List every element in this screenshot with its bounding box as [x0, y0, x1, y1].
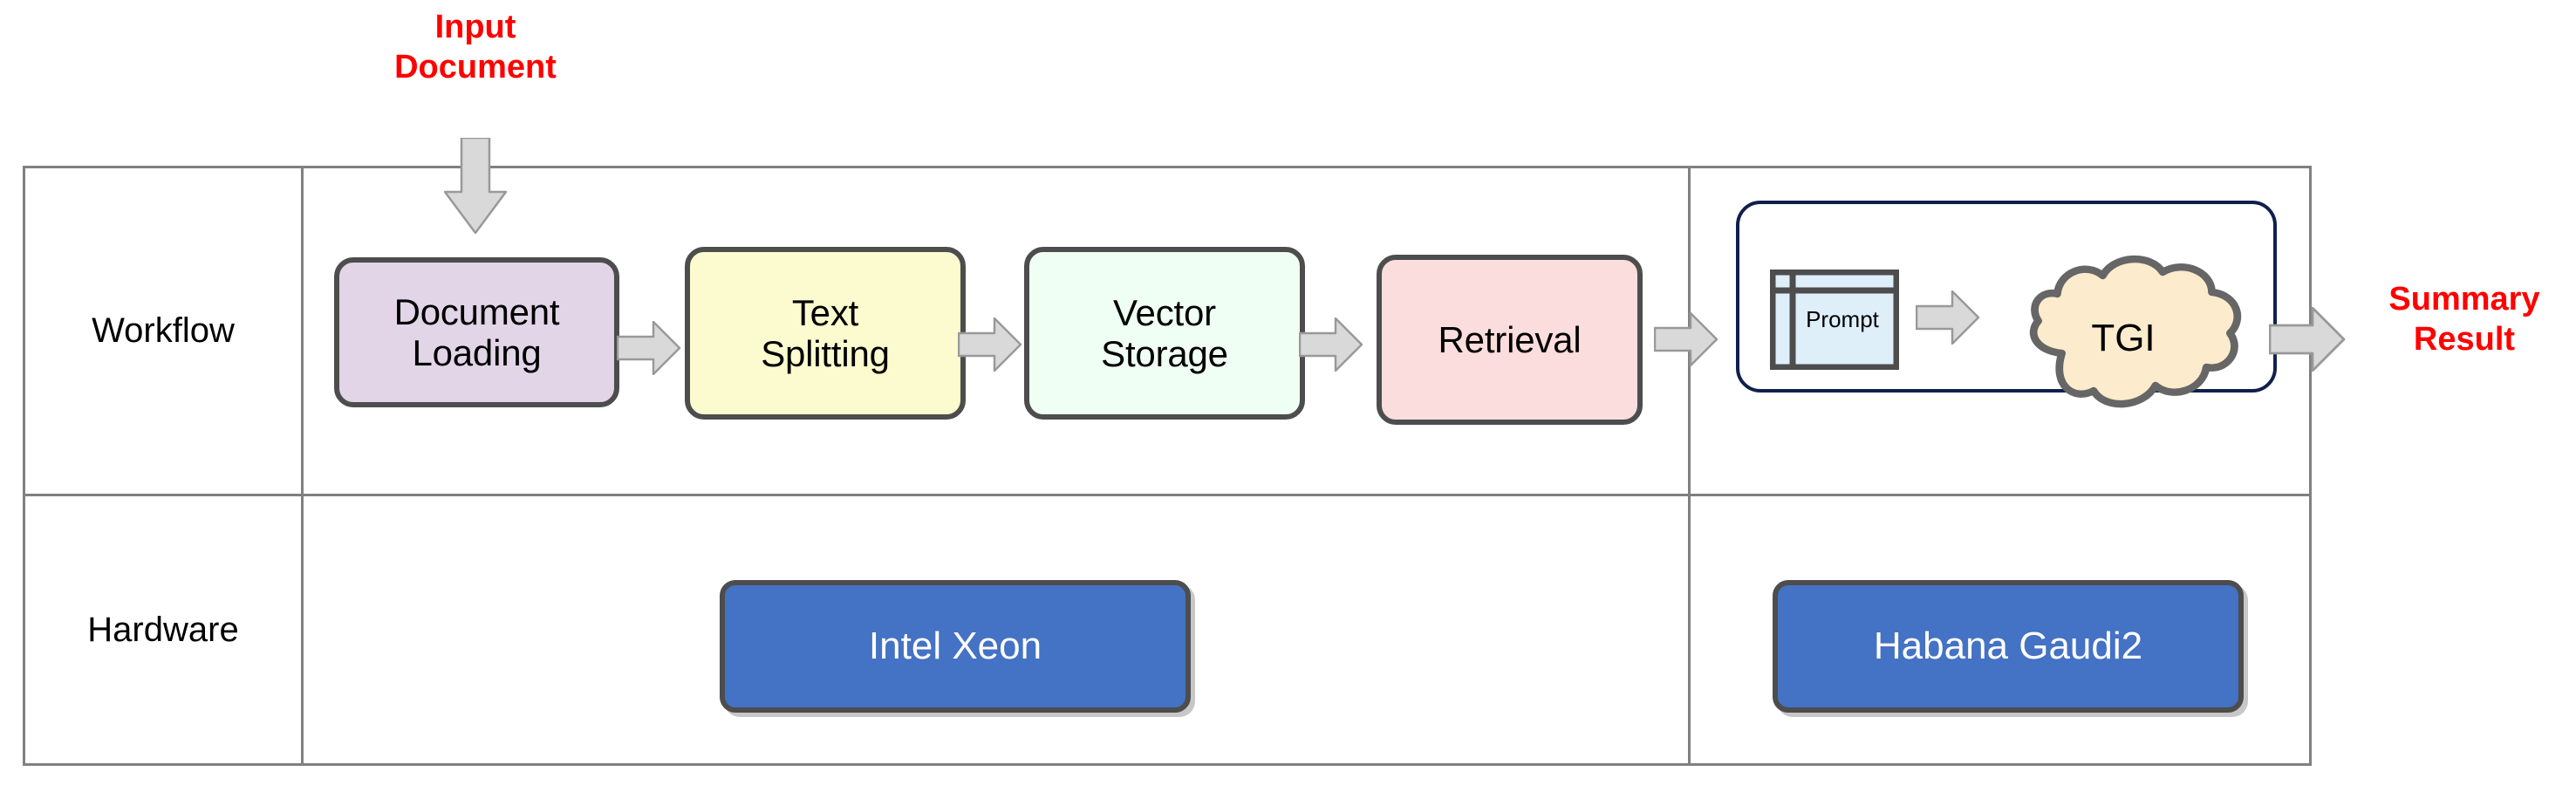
block-arrow-down-icon [444, 138, 507, 234]
block-arrow-right-icon [2269, 307, 2346, 372]
workflow-step-text-splitting[interactable]: Text Splitting [685, 247, 966, 420]
cloud-icon [2026, 251, 2245, 426]
workflow-step-vector-storage[interactable]: Vector Storage [1024, 247, 1305, 420]
block-arrow-right-icon [1299, 317, 1363, 372]
block-arrow-right-icon [958, 317, 1022, 372]
row-divider [23, 494, 2312, 496]
annotation-input-document: Input Document [394, 9, 557, 86]
block-arrow-right-icon [1654, 312, 1718, 366]
annotation-summary-result: Summary Result [2388, 281, 2540, 358]
hardware-habana-gaudi2[interactable]: Habana Gaudi2 [1773, 580, 2244, 713]
workflow-step-label: Text Splitting [761, 291, 890, 374]
block-arrow-right-icon [617, 321, 681, 375]
workflow-step-label: Document Loading [393, 290, 560, 373]
column-divider-label [301, 166, 304, 766]
workflow-step-label: Retrieval [1438, 318, 1582, 360]
block-arrow-right-icon [1916, 290, 1980, 345]
row-label-hardware: Hardware [87, 610, 239, 649]
hardware-label: Intel Xeon [868, 625, 1042, 667]
workflow-step-document-loading[interactable]: Document Loading [334, 257, 619, 407]
diagram-table-frame [23, 166, 2312, 766]
hardware-intel-xeon[interactable]: Intel Xeon [720, 580, 1191, 713]
column-divider-llm [1688, 166, 1691, 766]
workflow-step-retrieval[interactable]: Retrieval [1377, 255, 1643, 425]
hardware-label: Habana Gaudi2 [1873, 625, 2143, 667]
row-label-workflow: Workflow [92, 311, 235, 350]
document-window-icon [1770, 270, 1899, 370]
workflow-step-label: Vector Storage [1101, 291, 1228, 374]
